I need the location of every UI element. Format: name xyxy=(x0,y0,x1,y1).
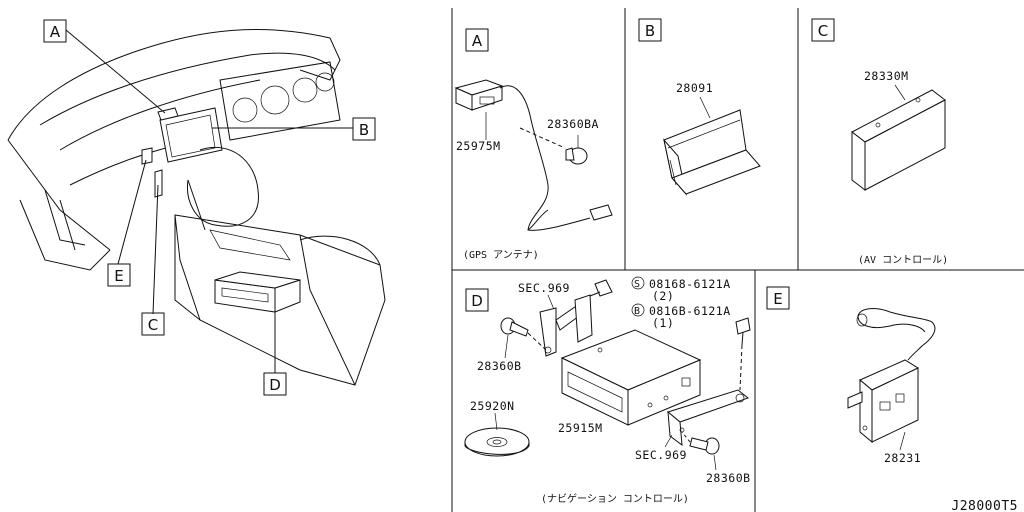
unit-28231 xyxy=(847,308,936,444)
callout-d: D xyxy=(263,372,287,396)
gps-antenna-part xyxy=(454,79,613,231)
bracket-top xyxy=(539,294,593,357)
svg-text:C: C xyxy=(148,316,158,334)
svg-text:08168-6121A: 08168-6121A xyxy=(649,277,731,291)
svg-text:28091: 28091 xyxy=(676,81,713,95)
panel-b: B 28091 xyxy=(638,18,761,196)
svg-text:B: B xyxy=(645,22,655,40)
screw-28360b-right xyxy=(681,431,720,455)
svg-text:28330M: 28330M xyxy=(864,69,909,83)
svg-text:(2): (2) xyxy=(652,289,674,303)
svg-text:0816B-6121A: 0816B-6121A xyxy=(649,304,731,318)
bolt-s xyxy=(589,279,613,297)
svg-text:SEC.969: SEC.969 xyxy=(518,281,570,295)
navigation-unit xyxy=(560,329,702,426)
svg-text:D: D xyxy=(471,292,483,310)
svg-text:A: A xyxy=(50,23,61,41)
panel-a: A 25975M 28360BA (GPS アンテナ) xyxy=(454,28,613,261)
detail-grid xyxy=(451,8,1024,512)
callout-c: C xyxy=(141,312,165,336)
svg-text:28360BA: 28360BA xyxy=(547,117,599,131)
svg-text:(1): (1) xyxy=(652,316,674,330)
drawing-number: J28000T5 xyxy=(951,499,1018,512)
dvd-disc xyxy=(464,427,530,457)
callout-leaders xyxy=(65,29,353,373)
svg-text:SEC.969: SEC.969 xyxy=(635,448,687,462)
svg-text:28360B: 28360B xyxy=(477,359,522,373)
svg-text:(AV コントロール): (AV コントロール) xyxy=(858,255,948,266)
svg-text:25975M: 25975M xyxy=(456,139,501,153)
unit-28091 xyxy=(663,109,761,196)
svg-text:A: A xyxy=(472,32,483,50)
callout-e: E xyxy=(107,263,131,287)
bracket-bottom xyxy=(666,389,750,447)
bolt-b xyxy=(735,317,751,391)
svg-text:D: D xyxy=(269,376,281,394)
panel-d: D SEC.969 S 08168-6121A (2) B 0816B-6121… xyxy=(464,276,751,505)
screw-28360ba xyxy=(519,127,588,165)
svg-text:E: E xyxy=(773,290,782,308)
dashboard-overview xyxy=(7,28,386,386)
svg-text:(ナビゲーション コントロール): (ナビゲーション コントロール) xyxy=(541,493,689,505)
unit-28330m xyxy=(851,89,946,192)
callout-b: B xyxy=(352,117,376,141)
svg-text:S: S xyxy=(634,279,640,290)
svg-text:B: B xyxy=(634,306,640,317)
svg-text:(GPS アンテナ): (GPS アンテナ) xyxy=(463,249,539,261)
svg-text:25920N: 25920N xyxy=(470,399,515,413)
panel-e: E 28231 xyxy=(766,286,936,465)
svg-text:B: B xyxy=(359,121,369,139)
svg-text:28231: 28231 xyxy=(884,451,921,465)
svg-text:C: C xyxy=(818,22,828,40)
screw-28360b-left xyxy=(500,317,547,351)
panel-c: C 28330M (AV コントロール) xyxy=(811,18,948,266)
callout-a: A xyxy=(43,19,67,43)
svg-text:E: E xyxy=(114,267,123,285)
svg-text:25915M: 25915M xyxy=(558,421,603,435)
svg-text:28360B: 28360B xyxy=(706,471,751,485)
